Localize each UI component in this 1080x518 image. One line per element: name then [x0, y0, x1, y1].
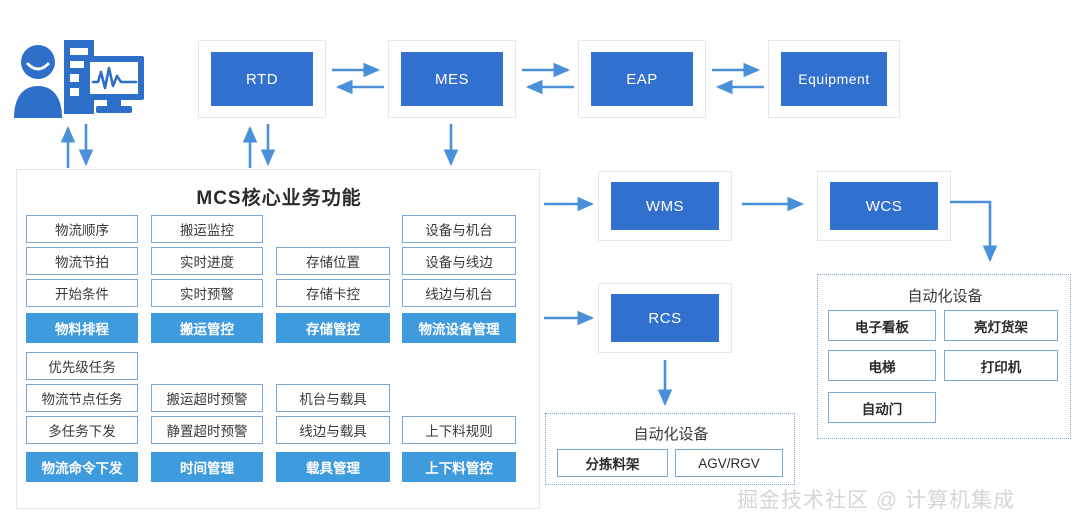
system-frame-mes: MES [388, 40, 516, 118]
automation-right-item-elevator[interactable]: 电梯 [828, 350, 936, 381]
mcs-cell-equipment-6[interactable]: 上下料管控 [402, 452, 516, 482]
arrow-wcs-automation-elbow [948, 196, 1004, 276]
system-box-wcs[interactable]: WCS [830, 182, 938, 230]
system-frame-equipment: Equipment [768, 40, 900, 118]
mcs-cell-logistics-2[interactable]: 物流节拍 [26, 247, 138, 275]
automation-right-item-light-rack[interactable]: 亮灯货架 [944, 310, 1058, 341]
system-frame-wcs: WCS [817, 171, 951, 241]
system-box-mes[interactable]: MES [401, 52, 503, 106]
mcs-cell-logistics-3[interactable]: 开始条件 [26, 279, 138, 307]
mcs-cell-logistics-5[interactable]: 优先级任务 [26, 352, 138, 380]
operator-workstation-icon [12, 36, 147, 118]
mcs-cell-transport-2[interactable]: 实时进度 [151, 247, 263, 275]
mcs-cell-transport-3[interactable]: 实时预警 [151, 279, 263, 307]
mcs-cell-storage-5[interactable]: 线边与载具 [276, 416, 390, 444]
arrow-eap-equipment-bidirectional [708, 58, 768, 100]
automation-right-item-display-board[interactable]: 电子看板 [828, 310, 936, 341]
mcs-cell-storage-4[interactable]: 机台与载具 [276, 384, 390, 412]
mcs-cell-transport-5[interactable]: 搬运超时预警 [151, 384, 263, 412]
automation-right-item-auto-door[interactable]: 自动门 [828, 392, 936, 423]
mcs-cell-storage-2[interactable]: 存储卡控 [276, 279, 390, 307]
system-frame-wms: WMS [598, 171, 732, 241]
mcs-cell-transport-4[interactable]: 搬运管控 [151, 313, 263, 343]
mcs-cell-equipment-4[interactable]: 物流设备管理 [402, 313, 516, 343]
mcs-cell-transport-1[interactable]: 搬运监控 [151, 215, 263, 243]
arrow-mes-mcs-down [438, 120, 464, 172]
automation-right-title: 自动化设备 [907, 288, 983, 305]
arrow-operator-mcs-bidirectional [56, 120, 100, 172]
mcs-cell-logistics-1[interactable]: 物流顺序 [26, 215, 138, 243]
automation-center-item-sorting-rack[interactable]: 分拣料架 [557, 449, 668, 477]
automation-center-title: 自动化设备 [633, 426, 709, 443]
arrow-rtd-mcs-bidirectional [238, 120, 282, 172]
system-box-eap[interactable]: EAP [591, 52, 693, 106]
mcs-cell-logistics-8[interactable]: 物流命令下发 [26, 452, 138, 482]
arrow-wms-wcs [740, 190, 812, 218]
mcs-cell-logistics-4[interactable]: 物料排程 [26, 313, 138, 343]
arrow-rcs-automation-down [652, 358, 678, 414]
mcs-cell-logistics-6[interactable]: 物流节点任务 [26, 384, 138, 412]
automation-right-item-printer[interactable]: 打印机 [944, 350, 1058, 381]
mcs-cell-storage-3[interactable]: 存储管控 [276, 313, 390, 343]
system-box-rcs[interactable]: RCS [611, 294, 719, 342]
automation-center-item-agv-rgv[interactable]: AGV/RGV [675, 449, 783, 477]
arrow-mcs-rcs [542, 304, 602, 332]
arrow-rtd-mes-bidirectional [328, 58, 388, 100]
mcs-cell-transport-7[interactable]: 时间管理 [151, 452, 263, 482]
mcs-cell-storage-6[interactable]: 载具管理 [276, 452, 390, 482]
system-frame-rtd: RTD [198, 40, 326, 118]
system-frame-rcs: RCS [598, 283, 732, 353]
system-box-rtd[interactable]: RTD [211, 52, 313, 106]
mcs-cell-transport-6[interactable]: 静置超时预警 [151, 416, 263, 444]
mcs-cell-equipment-3[interactable]: 线边与机台 [402, 279, 516, 307]
system-box-wms[interactable]: WMS [611, 182, 719, 230]
arrow-mcs-wms [542, 190, 602, 218]
mcs-cell-equipment-1[interactable]: 设备与机台 [402, 215, 516, 243]
watermark-text: 掘金技术社区 @ 计算机集成 [737, 489, 1015, 512]
mcs-cell-equipment-2[interactable]: 设备与线边 [402, 247, 516, 275]
mcs-cell-storage-1[interactable]: 存储位置 [276, 247, 390, 275]
page-title: MCS核心业务功能 [196, 188, 362, 209]
system-frame-eap: EAP [578, 40, 706, 118]
system-box-equipment[interactable]: Equipment [781, 52, 887, 106]
mcs-cell-equipment-5[interactable]: 上下料规则 [402, 416, 516, 444]
mcs-cell-logistics-7[interactable]: 多任务下发 [26, 416, 138, 444]
arrow-mes-eap-bidirectional [518, 58, 578, 100]
